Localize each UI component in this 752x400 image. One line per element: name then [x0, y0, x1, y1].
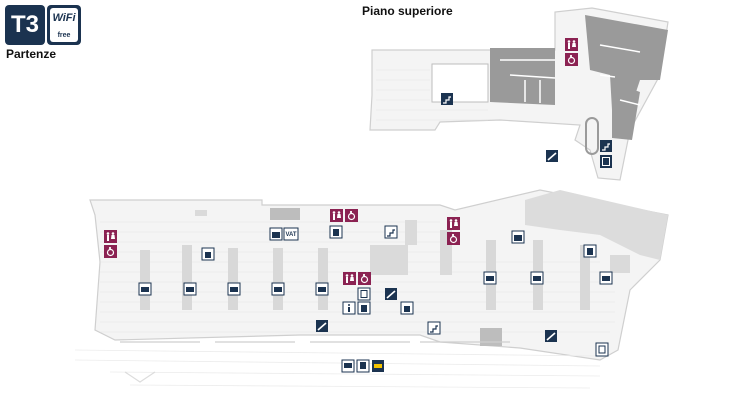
- stairs-icon: [441, 93, 453, 105]
- upper-floor-label: Piano superiore: [362, 4, 453, 18]
- fast-track-label: VAT: [285, 232, 296, 238]
- escalator-icon: [385, 288, 397, 300]
- accessible-icon: [565, 53, 578, 66]
- upper-shops-lower-right: [612, 82, 640, 140]
- escalator-icon: [545, 330, 557, 342]
- wifi-free-label: free: [57, 32, 71, 39]
- lift-icon: [600, 155, 612, 168]
- restroom-icon: [104, 230, 117, 243]
- lower-floor-plan: [74, 189, 669, 389]
- lift-icon: [595, 342, 609, 357]
- baggage-icon: [511, 230, 525, 244]
- check-in-icon: [269, 227, 283, 241]
- accessible-icon: [104, 245, 117, 258]
- taxi-icon: [372, 360, 384, 372]
- accessible-icon: [358, 272, 371, 285]
- baggage-icon: [583, 244, 597, 258]
- restroom-icon: [330, 209, 343, 222]
- restroom-icon: [447, 217, 460, 230]
- escalator-icon: [316, 320, 328, 332]
- restroom-icon: [343, 272, 356, 285]
- stairs-icon: [600, 140, 612, 152]
- upper-shops-right: [585, 15, 668, 110]
- check-in-icon: [357, 301, 371, 315]
- lift-icon: [329, 225, 343, 239]
- stairs-icon: [427, 321, 441, 335]
- departures-label: Partenze: [6, 47, 57, 61]
- wifi-icon: WiFi free: [47, 5, 81, 45]
- upper-atrium: [431, 63, 489, 103]
- wifi-badge-inner: WiFi free: [50, 8, 78, 42]
- fast-track-icon: VAT: [283, 227, 299, 241]
- info-icon: [342, 301, 356, 315]
- restroom-icon: [565, 38, 578, 51]
- terminal-badge: T3: [5, 5, 45, 45]
- entrance-arrow: [124, 371, 156, 383]
- check-in-icon: [201, 247, 215, 261]
- accessible-icon: [345, 209, 358, 222]
- check-in-icon: [400, 301, 414, 315]
- upper-escalator-loop: [585, 117, 599, 155]
- stairs-icon: [384, 225, 398, 239]
- train-icon: [356, 359, 370, 373]
- wifi-label: WiFi: [52, 12, 76, 24]
- accessible-icon: [447, 232, 460, 245]
- lower-gray-wing: [525, 190, 668, 260]
- map-icons: VAT: [104, 38, 613, 373]
- upper-floor-plan: [369, 7, 669, 181]
- bus-icon: [341, 359, 355, 373]
- escalator-icon: [546, 150, 558, 162]
- lift-icon: [357, 287, 371, 301]
